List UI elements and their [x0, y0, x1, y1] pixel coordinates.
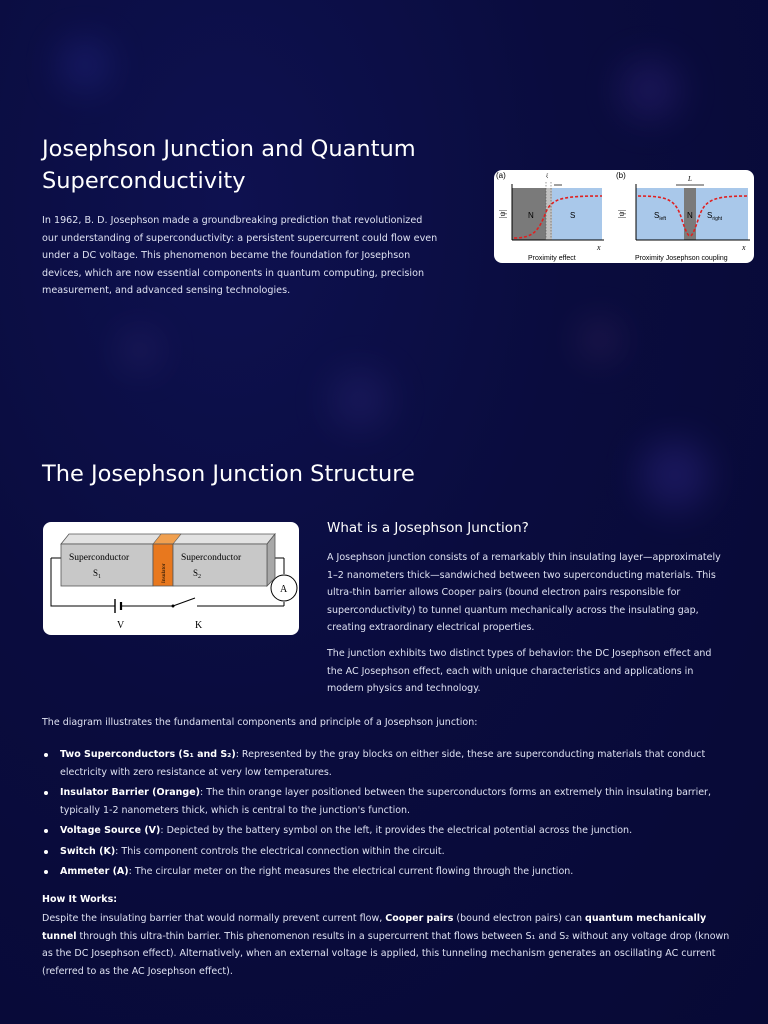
panel-a-xi-label: ξ — [546, 173, 549, 179]
background-glow — [640, 440, 710, 510]
section-title: The Josephson Junction Structure — [42, 461, 415, 487]
panel-a-label: (a) — [496, 171, 506, 180]
page-title: Josephson Junction and Quantum Supercond… — [42, 136, 416, 194]
component-term: Two Superconductors (S₁ and S₂) — [60, 749, 236, 760]
panel-b-wavefunction — [637, 195, 749, 237]
panel-b-sright-label: Sright — [707, 211, 723, 222]
panel-a-n-label: N — [528, 211, 534, 220]
panel-b-n-region — [684, 188, 696, 240]
component-desc: : The circular meter on the right measur… — [128, 866, 574, 877]
how-text-2: (bound electron pairs) can — [453, 913, 586, 924]
diagram-intro: The diagram illustrates the fundamental … — [42, 717, 478, 728]
background-glow — [120, 330, 160, 370]
list-item: Switch (K): This component controls the … — [42, 843, 732, 861]
how-bold-tunnel: quantum mechanically tunnel — [42, 913, 707, 942]
panel-a-s-label: S — [570, 211, 575, 220]
panel-b-caption: Proximity Josephson coupling — [635, 255, 728, 262]
what-is-paragraph-2: The junction exhibits two distinct types… — [327, 648, 712, 694]
what-is-paragraph-1: A Josephson junction consists of a remar… — [327, 552, 721, 633]
how-it-works-body: Despite the insulating barrier that woul… — [42, 910, 732, 980]
component-term: Switch (K) — [60, 845, 116, 857]
proximity-effect-diagram: (a) (b) |ψ| ξ N S x Proximity effect |ψ|… — [496, 171, 750, 262]
background-glow — [60, 40, 110, 90]
ammeter-label: A — [280, 584, 288, 595]
panel-b-label: (b) — [616, 171, 626, 180]
panel-a-interface — [546, 188, 552, 240]
insulator-label: Insulator — [161, 563, 167, 583]
how-bold-cooper-pairs: Cooper pairs — [385, 913, 454, 924]
panel-a-caption: Proximity effect — [528, 255, 576, 262]
switch-lever — [172, 597, 196, 607]
panel-a-n-region — [512, 188, 552, 240]
component-term: Voltage Source (V) — [60, 825, 161, 836]
superconductor-right — [172, 543, 268, 587]
background-glow — [580, 320, 620, 360]
superconductor-left — [60, 543, 154, 587]
ammeter-circle — [270, 574, 298, 602]
panel-b-n-label: N — [687, 211, 693, 220]
superconductor-left-symbol: S1 — [93, 568, 101, 580]
panel-a-wavefunction — [513, 195, 603, 239]
component-desc: : This component controls the electrical… — [115, 845, 445, 857]
background-glow — [330, 370, 390, 430]
component-desc: : The thin orange layer positioned betwe… — [60, 787, 711, 816]
josephson-circuit-figure: V K A Insulator Superconductor S1 Superc… — [43, 522, 299, 635]
panel-a-x-label: x — [596, 243, 601, 252]
component-term: Insulator Barrier (Orange) — [60, 787, 201, 798]
list-item: Two Superconductors (S₁ and S₂): Represe… — [42, 746, 732, 781]
components-list: Two Superconductors (S₁ and S₂): Represe… — [42, 746, 732, 884]
list-item: Voltage Source (V): Depicted by the batt… — [42, 822, 732, 840]
panel-a-y-axis-label: |ψ| — [498, 210, 507, 218]
panel-b-l-label: L — [687, 175, 692, 183]
switch-label: K — [195, 620, 203, 631]
circuit-wire-left — [50, 558, 115, 607]
superconductor-right-symbol: S2 — [193, 568, 201, 580]
how-text-3: through this ultra-thin barrier. This ph… — [42, 930, 730, 977]
how-text-1: Despite the insulating barrier that woul… — [42, 913, 386, 924]
panel-b-sleft-label: Sleft — [654, 211, 667, 222]
proximity-effect-figure: (a) (b) |ψ| ξ N S x Proximity effect |ψ|… — [494, 170, 754, 263]
superconductor-right-label: Superconductor — [181, 553, 242, 563]
how-it-works-title: How It Works: — [42, 894, 118, 905]
list-item: Insulator Barrier (Orange): The thin ora… — [42, 784, 732, 819]
component-term: Ammeter (A) — [60, 866, 129, 877]
panel-b-y-axis-label: |ψ| — [617, 210, 626, 218]
panel-b-x-label: x — [741, 243, 746, 252]
component-desc: : Depicted by the battery symbol on the … — [160, 825, 633, 836]
what-is-title: What is a Josephson Junction? — [327, 520, 529, 536]
battery-label: V — [117, 620, 125, 631]
component-desc: : Represented by the gray blocks on eith… — [60, 749, 706, 778]
josephson-circuit-diagram: V K A Insulator Superconductor S1 Superc… — [50, 532, 298, 631]
list-item: Ammeter (A): The circular meter on the r… — [42, 863, 732, 881]
background-glow — [620, 60, 680, 120]
intro-paragraph: In 1962, B. D. Josephson made a groundbr… — [42, 215, 438, 296]
superconductor-left-label: Superconductor — [69, 553, 130, 563]
